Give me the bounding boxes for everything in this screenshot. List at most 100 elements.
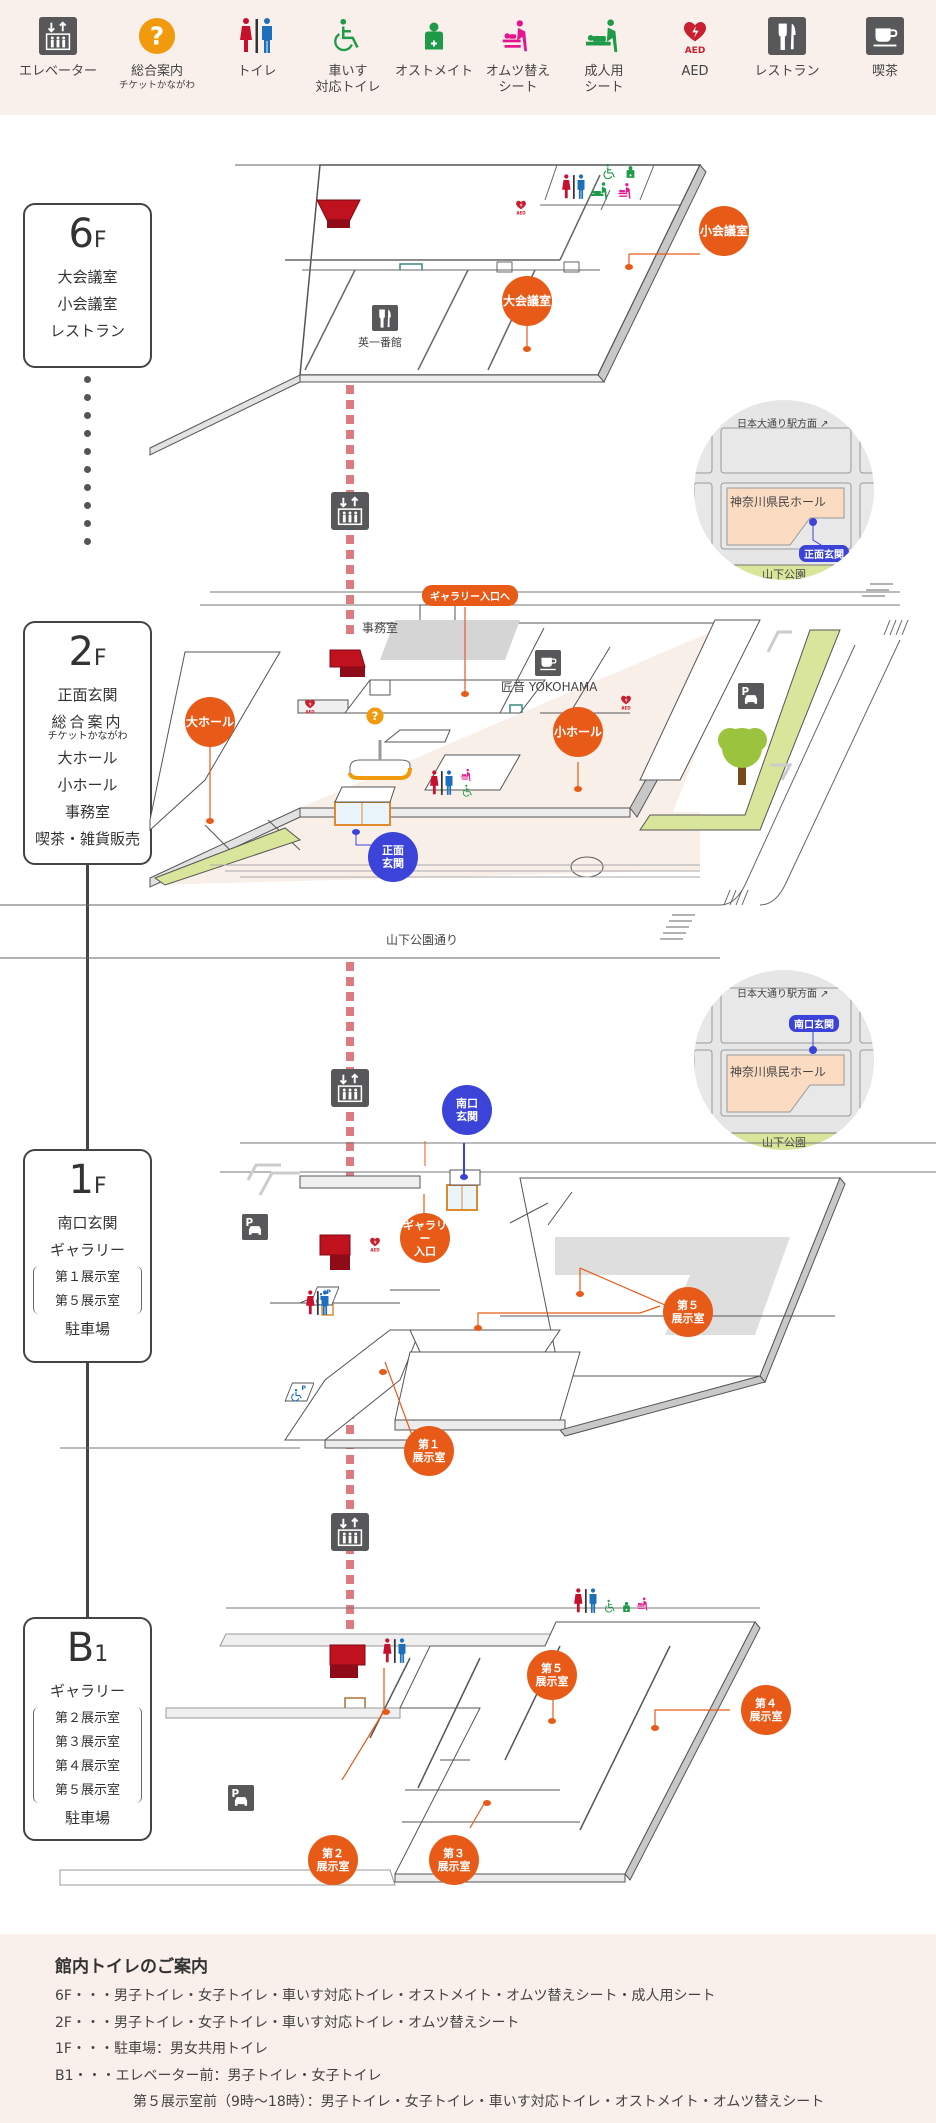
- ostomate-icon: [621, 1599, 632, 1618]
- legend-label: AED: [681, 64, 709, 79]
- adult-changing-icon: [589, 181, 611, 205]
- pin-small-hall[interactable]: 小ホール: [553, 707, 603, 757]
- direction-label: 日本大通り駅方面 ↗: [737, 989, 829, 1000]
- floor-card-6f[interactable]: 6F 大会議室 小会議室 レストラン: [23, 203, 152, 368]
- floor-number: B1: [66, 1625, 109, 1671]
- wheelchair-icon: [461, 783, 475, 802]
- parking-icon: [738, 683, 764, 713]
- entrance-label: 南口玄関: [789, 1015, 839, 1032]
- legend-label: オムツ替え シート: [485, 64, 551, 95]
- toilet-guide-title: 館内トイレのご案内: [55, 1957, 208, 1977]
- floor-item: レストラン: [49, 322, 125, 340]
- floor-connector-line: [86, 865, 89, 1149]
- legend-sublabel: チケットかながわ: [118, 80, 195, 91]
- pin-exhibition-room-2[interactable]: 第２ 展示室: [308, 1835, 358, 1885]
- aed-icon: [513, 198, 529, 220]
- park-label: 山下公園: [762, 568, 806, 580]
- toilet-guide-row: 2F・・・男子トイレ・女子トイレ・車いす対応トイレ・オムツ替えシート: [55, 2014, 520, 2031]
- pin-main-entrance[interactable]: 正面 玄関: [368, 832, 418, 882]
- cafe-icon: [535, 650, 561, 680]
- legend-label: 成人用 シート: [584, 64, 624, 95]
- legend-label: レストラン: [754, 64, 820, 79]
- floor-card-2f[interactable]: 2F 正面玄関 総合案内 チケットかながわ 大ホール 小ホール 事務室 喫茶・雑…: [23, 621, 152, 865]
- pin-large-hall[interactable]: 大ホール: [185, 697, 235, 747]
- floor-item: ギャラリー: [49, 1682, 125, 1700]
- floor-item: 大会議室: [57, 268, 118, 286]
- floor-item: 第５展示室: [54, 1294, 120, 1309]
- legend-adult-changing: 成人用 シート: [558, 16, 650, 96]
- toilet-icon: [303, 1289, 333, 1321]
- legend-ostomate: オストメイト: [388, 16, 480, 80]
- floor-item: 総合案内: [51, 713, 124, 731]
- gallery-entrance-tag[interactable]: ギャラリー入口へ: [422, 585, 518, 606]
- street-label: 山下公園通り: [386, 933, 459, 947]
- aed-icon: [618, 693, 634, 715]
- floor-card-b1[interactable]: B1 ギャラリー 第２展示室 第３展示室 第４展示室 第５展示室 駐車場: [23, 1617, 152, 1841]
- pin-south-entrance[interactable]: 南口 玄関: [442, 1085, 492, 1135]
- restaurant-icon: [372, 305, 398, 335]
- floor-item: 南口玄関: [57, 1214, 118, 1232]
- toilet-guide-row: B1・・・エレベーター前：男子トイレ・女子トイレ: [55, 2067, 382, 2084]
- direction-label: 日本大通り駅方面 ↗: [737, 419, 829, 430]
- floor-item: 第５展示室: [54, 1783, 120, 1798]
- floor-number: 6F: [68, 211, 107, 257]
- building-label: 神奈川県民ホール: [730, 495, 827, 509]
- floor-map-6f: 英一番館 大会議室 小会議室: [0, 150, 936, 460]
- toilet-guide-row: 6F・・・男子トイレ・女子トイレ・車いす対応トイレ・オストメイト・オムツ替えシー…: [55, 1988, 716, 2004]
- toilet-icon: [559, 173, 589, 205]
- floor-item: 第１展示室: [54, 1270, 120, 1285]
- floor-number: 2F: [68, 629, 107, 675]
- floor-card-1f[interactable]: 1F 南口玄関 ギャラリー 第１展示室 第５展示室 駐車場: [23, 1149, 152, 1363]
- floor-connector-line: [86, 1363, 89, 1618]
- floor-item: 小会議室: [57, 295, 118, 313]
- legend-wheelchair: 車いす 対応トイレ: [302, 16, 394, 96]
- exhibition-room-group: 第１展示室 第５展示室: [33, 1266, 142, 1314]
- toilet-guide-row: 第５展示室前（9時〜18時）：男子トイレ・女子トイレ・車いす対応トイレ・オストメ…: [133, 2094, 825, 2110]
- elevator-icon: [331, 1069, 369, 1107]
- pin-exhibition-room-5[interactable]: 第５ 展示室: [527, 1650, 577, 1700]
- legend-label: 車いす 対応トイレ: [315, 64, 381, 95]
- diaper-changing-icon: [617, 181, 635, 205]
- building-label: 神奈川県民ホール: [730, 1065, 827, 1079]
- tree-icon: [718, 728, 767, 785]
- pin-exhibition-room-3[interactable]: 第３ 展示室: [429, 1835, 479, 1885]
- legend-label: 総合案内: [130, 64, 183, 79]
- toilet-guide-row: 1F・・・駐車場：男女共用トイレ: [55, 2041, 268, 2057]
- toilet-icon: [571, 1587, 601, 1619]
- office-label: 事務室: [362, 621, 399, 635]
- floor-number: 1F: [68, 1157, 107, 1203]
- floor-item: 正面玄関: [57, 686, 118, 704]
- floor-item: 事務室: [64, 803, 110, 821]
- floor-connector-dotted: [84, 376, 92, 556]
- diaper-changing-icon: [636, 1595, 651, 1617]
- toilet-guide: 館内トイレのご案内 6F・・・男子トイレ・女子トイレ・車いす対応トイレ・オストメ…: [0, 1934, 936, 2123]
- toilet-icon: [428, 769, 456, 801]
- parking-icon: [228, 1785, 254, 1815]
- floor-item: 第３展示室: [54, 1735, 120, 1750]
- floor-map-b1: 第２ 展示室 第３ 展示室 第４ 展示室 第５ 展示室: [0, 1590, 936, 1910]
- pin-large-conference-room[interactable]: 大会議室: [502, 276, 552, 326]
- cafe-name: 匠音 YOKOHAMA: [501, 680, 598, 694]
- legend-elevator: エレベーター: [12, 16, 104, 80]
- legend-toilet: トイレ: [211, 16, 303, 80]
- floor-item: 第４展示室: [54, 1759, 120, 1774]
- pin-gallery-entrance[interactable]: ギャラリー 入口: [400, 1213, 450, 1263]
- floor-map-1f: ギャラリー 入口 南口 玄関 第１ 展示室 第５ 展示室: [0, 1085, 936, 1490]
- floor-item-sub: チケットかながわ: [47, 731, 128, 742]
- pin-exhibition-room-5[interactable]: 第５ 展示室: [663, 1287, 713, 1337]
- legend-label: エレベーター: [18, 64, 97, 79]
- locator-map-1f: 日本大通り駅方面 ↗ 南口玄関 神奈川県民ホール 山下公園: [694, 970, 874, 1150]
- exhibition-room-group: 第２展示室 第３展示室 第４展示室 第５展示室: [33, 1707, 142, 1803]
- floor-item: 駐車場: [64, 1809, 110, 1827]
- floor-item: 第２展示室: [54, 1711, 120, 1726]
- legend-information: 総合案内 チケットかながわ: [111, 16, 203, 92]
- legend-label: 喫茶: [871, 64, 898, 79]
- wheelchair-icon: [603, 1599, 618, 1618]
- information-icon: [366, 707, 384, 729]
- accessible-parking-icon: [278, 1381, 314, 1407]
- pin-exhibition-room-4[interactable]: 第４ 展示室: [741, 1685, 791, 1735]
- pin-small-conference-room[interactable]: 小会議室: [699, 206, 749, 256]
- legend-restaurant: レストラン: [741, 16, 833, 80]
- pin-exhibition-room-1[interactable]: 第１ 展示室: [404, 1426, 454, 1476]
- floor-item: 小ホール: [57, 776, 118, 794]
